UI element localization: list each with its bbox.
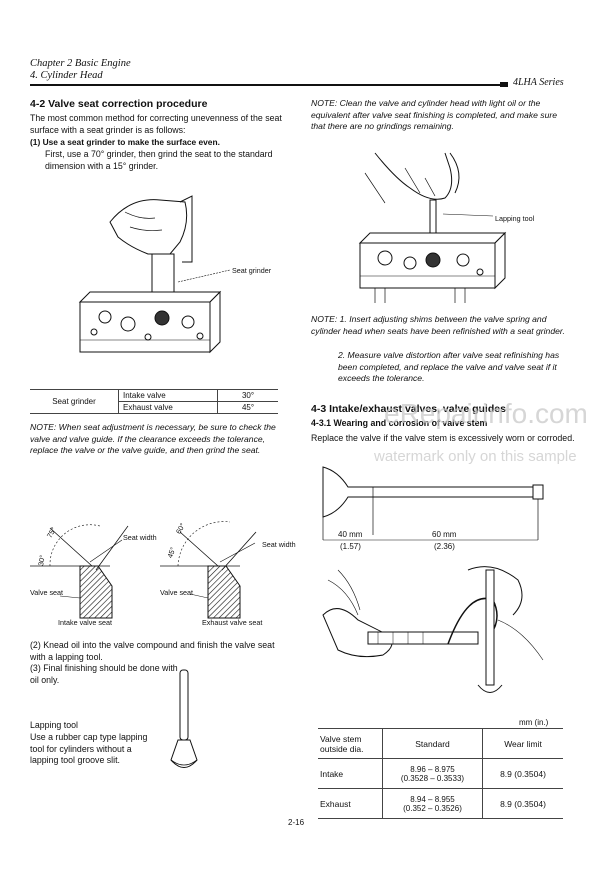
seat-grinder-illustration	[78, 195, 231, 354]
lapping-tool-usage-illustration	[358, 152, 507, 303]
valve-stem-drawing	[322, 466, 544, 541]
caption-intake-valve-seat: Intake valve seat	[58, 618, 112, 627]
note-distortion: 2. Measure valve distortion after valve …	[338, 350, 560, 383]
seat-width-label-intake: Seat width	[123, 533, 157, 542]
seat-grinder-label: Seat grinder	[232, 266, 272, 275]
note-shims: NOTE: 1. Insert adjusting shims between …	[311, 314, 565, 336]
table-header: Valve stem outside dia.	[318, 728, 383, 759]
step3-text: (3) Final finishing should be done with …	[30, 663, 178, 685]
dim-60mm: 60 mm	[432, 530, 457, 539]
note-seat-adjustment: NOTE: When seat adjustment is necessary,…	[30, 422, 276, 455]
table-cell: 30°	[217, 389, 278, 402]
heading-4-2: 4-2 Valve seat correction procedure	[30, 98, 208, 110]
valve-seat-label-intake: Valve seat	[30, 588, 64, 597]
table-cell: Intake valve	[118, 389, 218, 402]
subheading-4-3-1: 4-3.1 Wearing and corrosion of valve ste…	[311, 418, 488, 428]
table-cell: 8.94 – 8.955 (0.352 – 0.3526)	[382, 788, 483, 819]
dim-40mm: 40 mm	[338, 530, 363, 539]
replace-valve-text: Replace the valve if the valve stem is e…	[311, 433, 575, 443]
table-cell: Intake	[318, 758, 383, 789]
section-title: 4. Cylinder Head	[30, 70, 103, 81]
caption-exhaust-valve-seat: Exhaust valve seat	[202, 618, 263, 627]
chapter-title: Chapter 2 Basic Engine	[30, 58, 131, 69]
lapping-tool-body: Use a rubber cap type lapping tool for c…	[30, 732, 148, 765]
step2-text: (2) Knead oil into the valve compound an…	[30, 640, 275, 662]
lapping-tool-illustration	[170, 669, 198, 768]
header-rule	[30, 84, 508, 86]
valve-seat-label-exhaust: Valve seat	[160, 588, 194, 597]
lapping-tool-label: Lapping tool	[495, 214, 535, 223]
seat-width-label-exhaust: Seat width	[262, 540, 296, 549]
dim-40mm-in: (1.57)	[340, 542, 361, 551]
note-clean-valve: NOTE: Clean the valve and cylinder head …	[311, 98, 558, 131]
table-cell: Exhaust valve	[118, 401, 218, 414]
units-label: mm (in.)	[519, 718, 549, 727]
watermark-brand: eRepairinfo.com	[384, 398, 588, 429]
header-rule-tab	[500, 82, 508, 87]
intro-text: The most common method for correcting un…	[30, 113, 282, 135]
page-number: 2-16	[288, 818, 305, 827]
series-label: 4LHA Series	[513, 77, 564, 88]
table-cell: 45°	[217, 401, 278, 414]
valve-seat-angle-diagram	[30, 521, 257, 619]
table-cell: 8.9 (0.3504)	[482, 758, 563, 789]
valve-stem-spec-table: Valve stem outside dia. Standard Wear li…	[318, 728, 563, 819]
angle-30-label: 30°	[36, 554, 47, 567]
table-header: Standard	[382, 728, 483, 759]
watermark-notice: watermark only on this sample	[374, 448, 577, 465]
table-row-label: Seat grinder	[30, 389, 119, 414]
dim-60mm-in: (2.36)	[434, 542, 455, 551]
step1-title: (1) Use a seat grinder to make the surfa…	[30, 137, 220, 147]
seat-grinder-table: Seat grinder Intake valve 30° Exhaust va…	[30, 389, 278, 414]
micrometer-measurement-illustration	[322, 566, 544, 693]
table-header: Wear limit	[482, 728, 563, 759]
heading-4-3: 4-3 Intake/exhaust valves, valve guides	[311, 403, 506, 415]
table-cell: 8.9 (0.3504)	[482, 788, 563, 819]
table-cell: 8.96 – 8.975 (0.3528 – 0.3533)	[382, 758, 483, 789]
step1-body: First, use a 70° grinder, then grind the…	[45, 149, 273, 171]
lapping-tool-title: Lapping tool	[30, 720, 78, 730]
table-cell: Exhaust	[318, 788, 383, 819]
